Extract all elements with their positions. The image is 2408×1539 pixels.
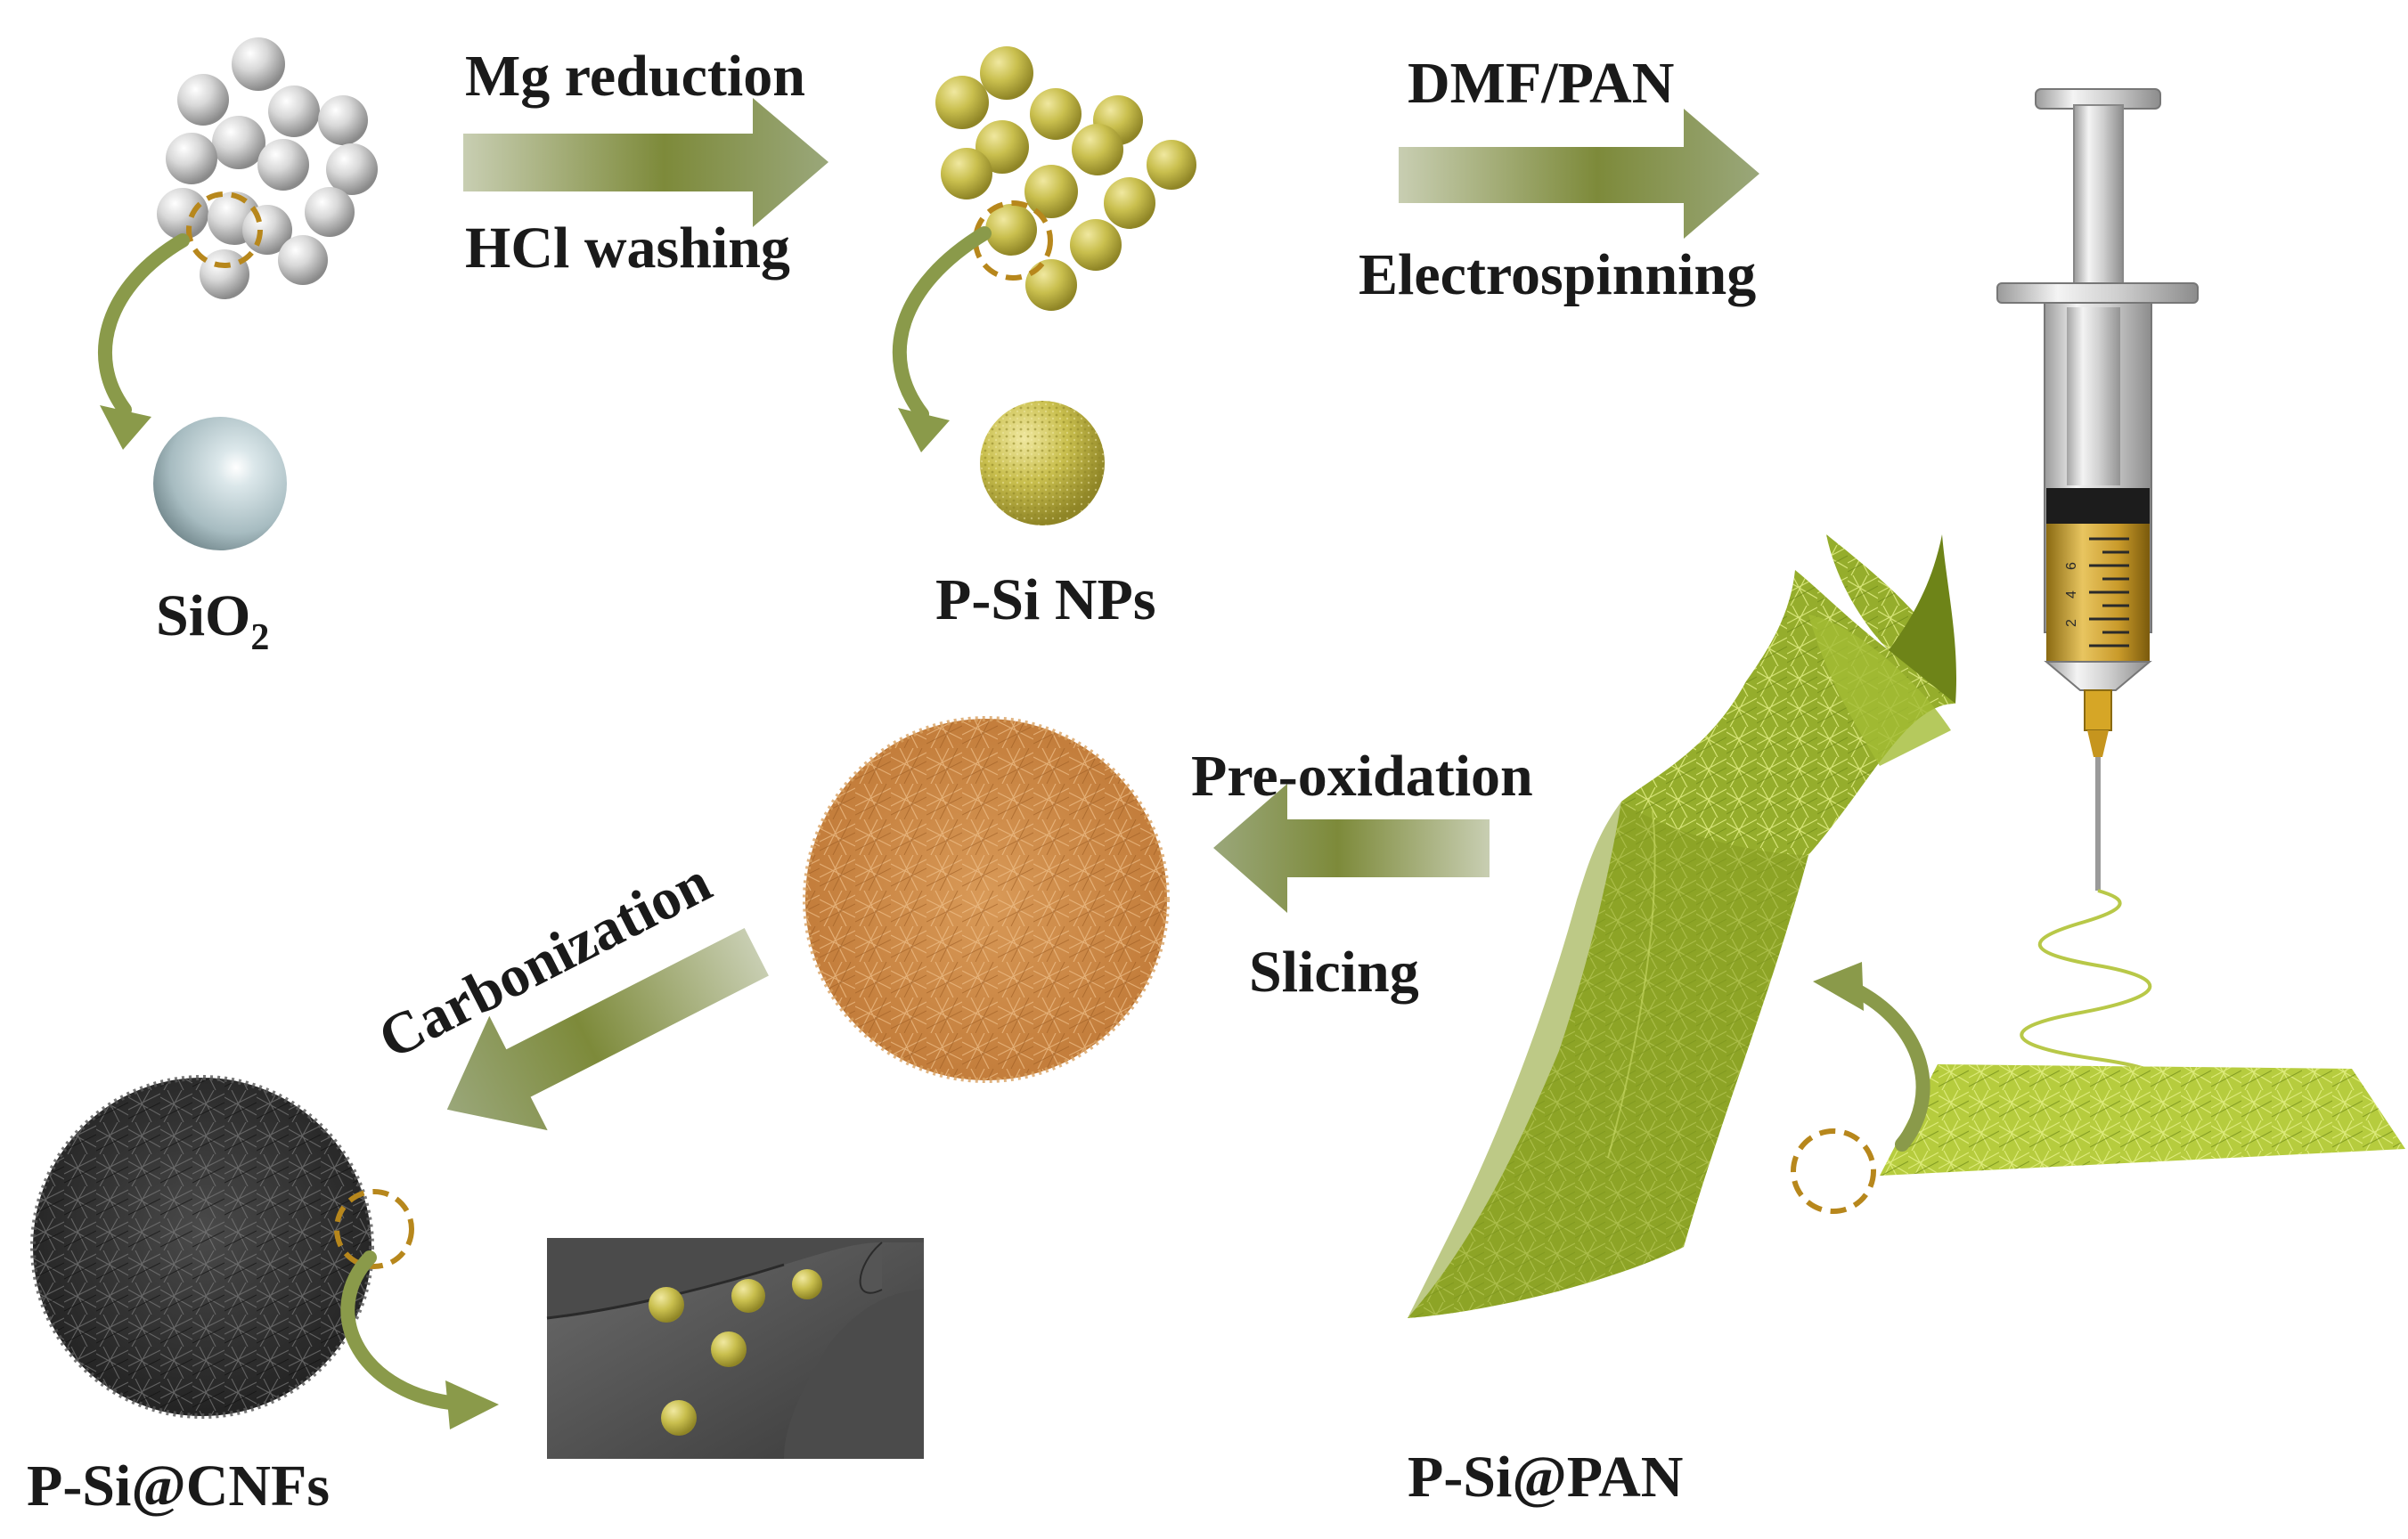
cnf-zoom-arrowhead (445, 1380, 499, 1429)
sio2-main: SiO (156, 583, 250, 648)
psi-zoom-curved-arrow (892, 226, 992, 421)
preoxidized-fiber-disk (803, 716, 1170, 1083)
arrow-mg-reduction (463, 98, 829, 227)
step-label-dmf-pan: DMF/PAN (1408, 51, 1674, 116)
syringe-scale-label: 2 (2064, 619, 2079, 627)
psi-zoom-arrowhead (898, 408, 950, 452)
material-label-psi-pan: P-Si@PAN (1408, 1445, 1683, 1510)
pan-fiber-mat-flat (1880, 1064, 2405, 1176)
mat-to-ribbon-curved-arrow (1846, 981, 1930, 1152)
sio2-particle-cluster (157, 37, 378, 299)
syringe-scale-ticks (2089, 537, 2129, 647)
syringe-scale-label: 4 (2064, 590, 2079, 598)
fiber-cross-section (546, 1238, 924, 1459)
arrow-pre-oxidation (1213, 784, 1490, 913)
arrow-electrospinning (1399, 109, 1759, 239)
mat-highlight-dashed-circle (1791, 1128, 1876, 1214)
sio2-subscript: 2 (250, 617, 269, 658)
pan-fiber-ribbon (1408, 534, 1957, 1318)
step-label-mg-reduction: Mg reduction (465, 44, 805, 109)
syringe-scale-label: 6 (2064, 562, 2079, 570)
mat-to-ribbon-arrowhead (1813, 962, 1864, 1011)
sio2-highlight-dashed-circle (186, 191, 263, 268)
cnf-highlight-dashed-circle (334, 1189, 414, 1269)
step-label-slicing: Slicing (1249, 940, 1419, 1005)
material-label-psi-nps: P-Si NPs (935, 567, 1156, 632)
psi-highlight-dashed-circle (973, 200, 1053, 281)
psi-single-sphere (980, 401, 1105, 525)
cnf-zoom-curved-arrow (340, 1250, 457, 1410)
arrow-carbonization (446, 928, 769, 1131)
step-label-pre-oxidation: Pre-oxidation (1191, 744, 1533, 809)
step-label-electrospinning: Electrospinning (1359, 242, 1756, 307)
sio2-zoom-arrowhead (100, 405, 151, 450)
psi-particle-cluster (935, 46, 1196, 311)
step-label-hcl-washing: HCl washing (465, 216, 790, 281)
sio2-zoom-curved-arrow (98, 233, 190, 417)
carbon-nanofiber-disk (30, 1075, 374, 1419)
material-label-psi-cnfs: P-Si@CNFs (27, 1454, 330, 1519)
material-label-sio2: SiO2 (156, 583, 269, 658)
syringe: 6 4 2 (1996, 88, 2199, 891)
sio2-single-sphere (153, 417, 287, 550)
